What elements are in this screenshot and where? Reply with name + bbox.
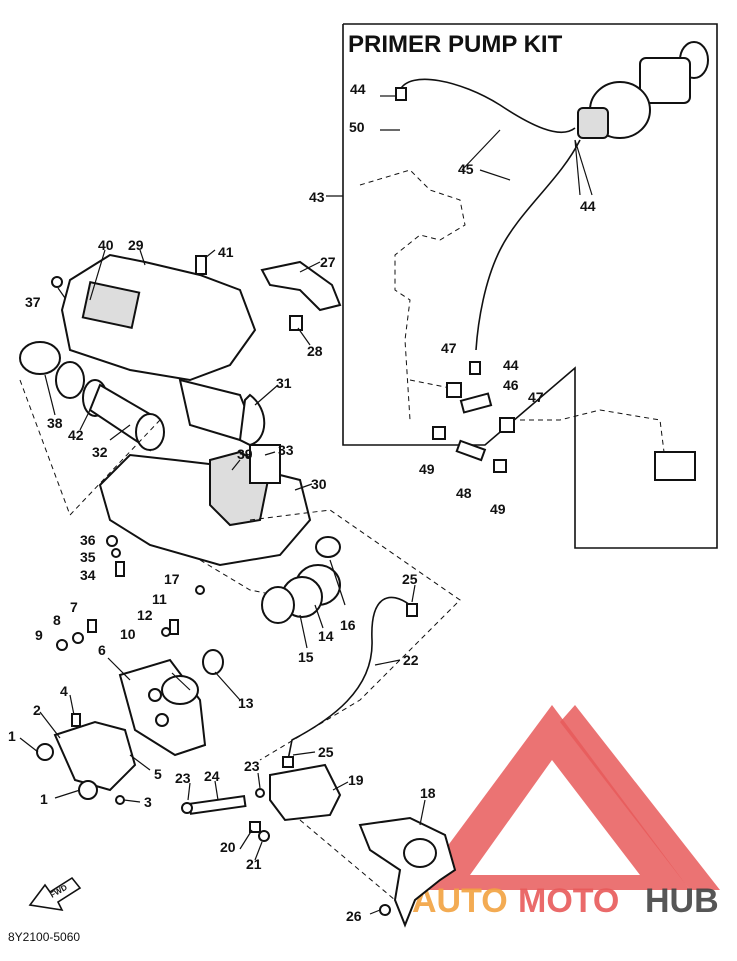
label-part-47: 47: [441, 340, 457, 356]
label-part-5: 5: [154, 766, 162, 782]
air-cleaner-cover: [51, 253, 257, 382]
intake-ducts: [19, 341, 266, 452]
label-part-13: 13: [238, 695, 254, 711]
label-part-26: 26: [346, 908, 362, 924]
label-part-42: 42: [68, 427, 84, 443]
label-part-39: 39: [237, 446, 253, 462]
label-part-44: 44: [503, 357, 519, 373]
air-cleaner-case: [98, 444, 321, 601]
label-part-41: 41: [218, 244, 234, 260]
watermark-hub: HUB: [645, 882, 719, 920]
label-part-47: 47: [528, 389, 544, 405]
part-number-labels: 1 1 2 3 4 5 6 7 8 9 10 11 12 13 14 15 16…: [8, 81, 596, 924]
primer-pump-kit-panel: PRIMER PUMP KIT: [342, 23, 718, 549]
label-part-49: 49: [419, 461, 435, 477]
label-part-27: 27: [320, 254, 336, 270]
label-part-21: 21: [246, 856, 262, 872]
label-part-35: 35: [80, 549, 96, 565]
label-part-11: 11: [152, 591, 167, 607]
label-part-9: 9: [35, 627, 43, 643]
label-part-23: 23: [244, 758, 260, 774]
label-part-25: 25: [318, 744, 334, 760]
leader-lines: [19, 195, 426, 915]
label-part-32: 32: [92, 444, 108, 460]
label-part-22: 22: [403, 652, 419, 668]
label-part-10: 10: [120, 626, 136, 642]
primer-pump: [577, 41, 709, 139]
label-part-1: 1: [8, 728, 16, 744]
carb-joint: [261, 536, 341, 624]
label-part-33: 33: [278, 442, 294, 458]
check-valve: [181, 763, 342, 842]
label-part-49: 49: [490, 501, 506, 517]
forward-arrow-icon: FWD: [28, 876, 82, 912]
label-part-6: 6: [98, 642, 106, 658]
label-part-17: 17: [164, 571, 180, 587]
label-part-20: 20: [220, 839, 236, 855]
watermark-logo: AUTO MOTO HUB: [412, 705, 720, 920]
label-part-46: 46: [503, 377, 519, 393]
label-part-4: 4: [60, 683, 68, 699]
label-part-34: 34: [80, 567, 96, 583]
label-part-37: 37: [25, 294, 41, 310]
watermark-moto: MOTO: [518, 882, 619, 920]
label-part-3: 3: [144, 794, 152, 810]
label-part-15: 15: [298, 649, 314, 665]
label-part-25: 25: [402, 571, 418, 587]
kit-title: PRIMER PUMP KIT: [348, 31, 563, 58]
diagram-code: 8Y2100-5060: [8, 930, 80, 944]
label-part-1: 1: [40, 791, 48, 807]
label-part-48: 48: [456, 485, 472, 501]
label-part-44: 44: [350, 81, 366, 97]
label-part-8: 8: [53, 612, 61, 628]
label-part-19: 19: [348, 772, 364, 788]
label-part-50: 50: [349, 119, 365, 135]
label-part-36: 36: [80, 532, 96, 548]
bracket: [260, 260, 342, 312]
label-part-30: 30: [311, 476, 327, 492]
label-part-38: 38: [47, 415, 63, 431]
label-part-7: 7: [70, 599, 78, 615]
label-part-14: 14: [318, 628, 334, 644]
label-part-31: 31: [276, 375, 292, 391]
label-part-23: 23: [175, 770, 191, 786]
label-part-45: 45: [458, 161, 474, 177]
label-part-2: 2: [33, 702, 41, 718]
label-part-24: 24: [204, 768, 220, 784]
label-part-28: 28: [307, 343, 323, 359]
label-part-18: 18: [420, 785, 436, 801]
label-part-16: 16: [340, 617, 356, 633]
label-part-40: 40: [98, 237, 114, 253]
label-part-43: 43: [309, 189, 325, 205]
label-part-12: 12: [137, 607, 153, 623]
label-part-44: 44: [580, 198, 596, 214]
label-part-29: 29: [128, 237, 144, 253]
